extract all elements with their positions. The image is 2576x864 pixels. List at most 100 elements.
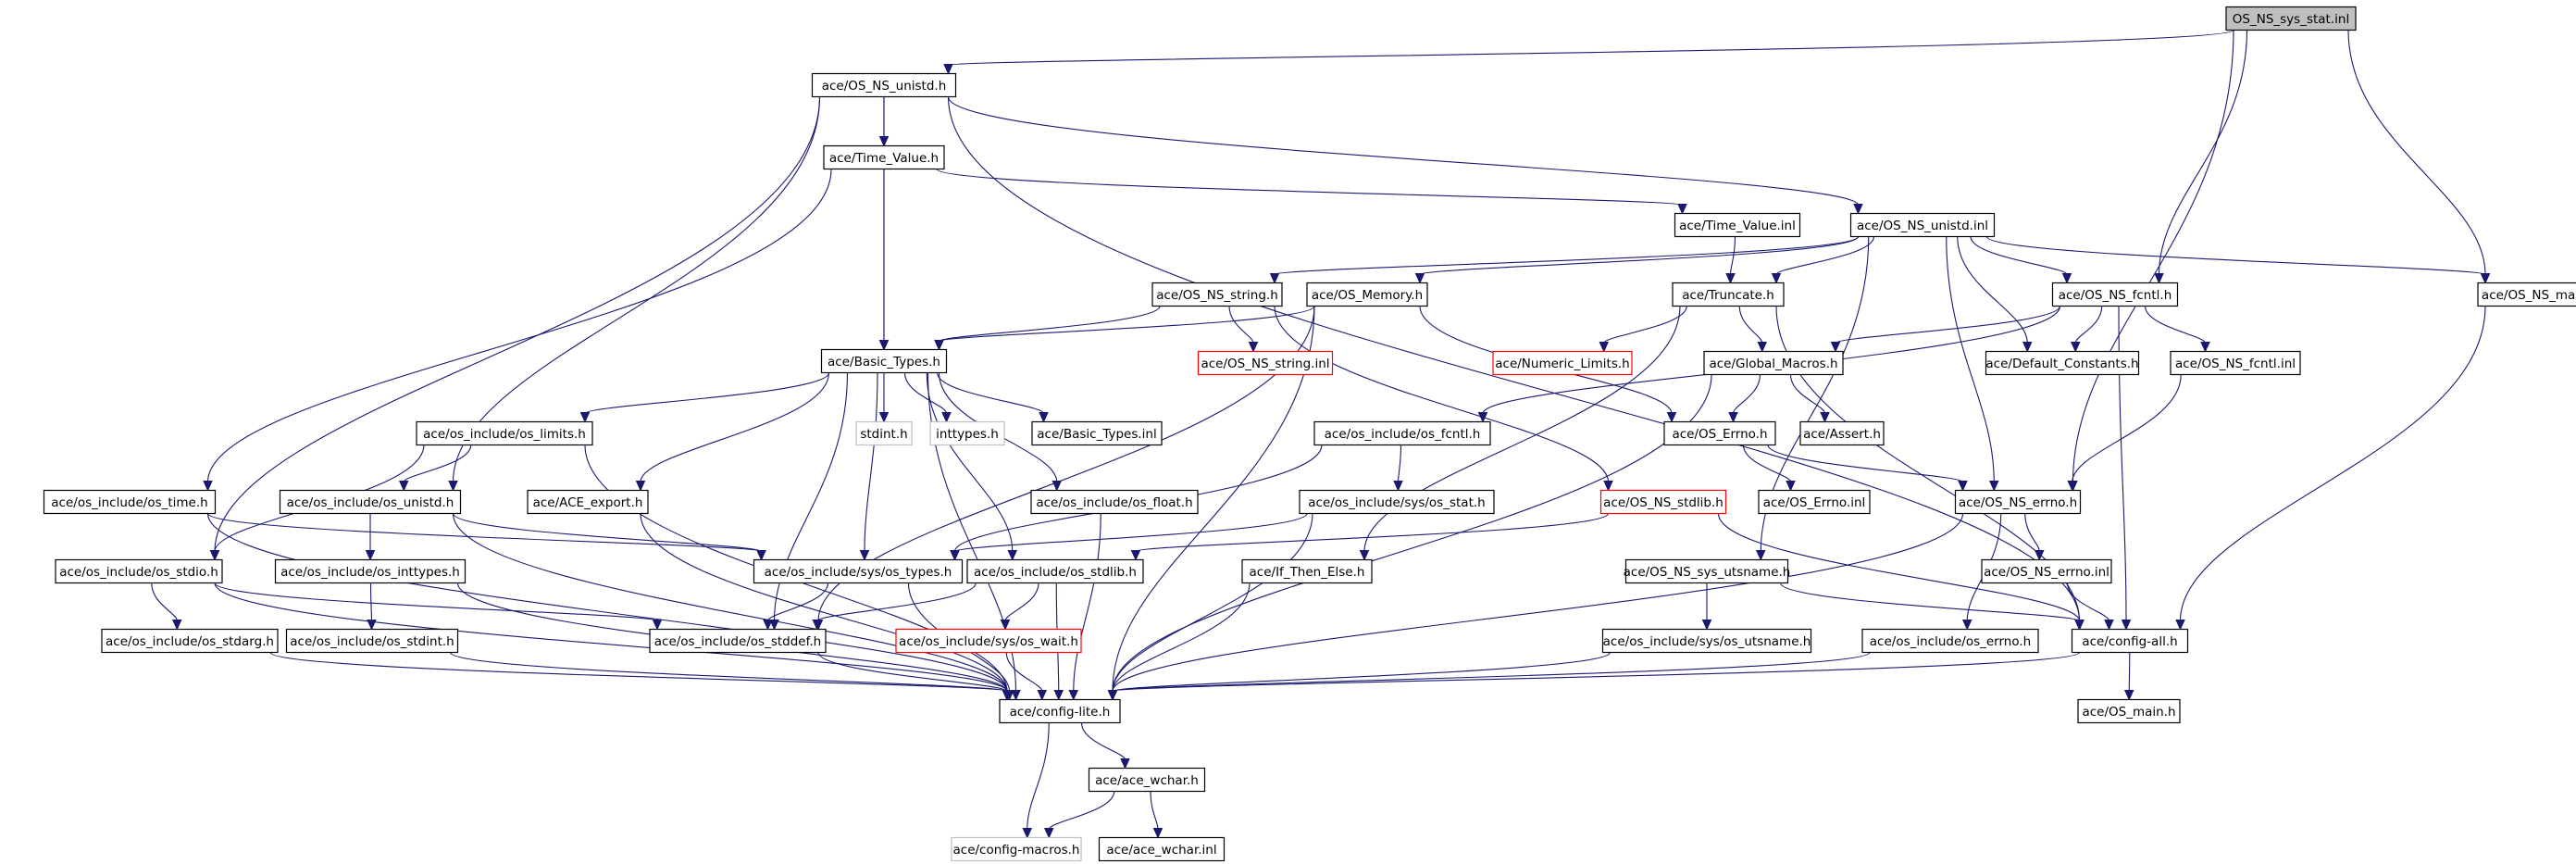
node-box (1599, 489, 1727, 515)
edge-line (766, 582, 829, 621)
node-box (649, 628, 827, 654)
edge-line (1789, 374, 1826, 414)
edge-line (369, 582, 373, 621)
node-box (999, 698, 1121, 724)
node-ace-config-macros-h: ace/config-macros.h (951, 836, 1082, 862)
node-ace-global-macros-h[interactable]: ace/Global_Macros.h (1703, 350, 1844, 376)
node-ace-os-ns-stdlib-h[interactable]: ace/OS_NS_stdlib.h (1599, 489, 1727, 515)
edge-os-ns-sys-stat-inl-to-ace-os-ns-macros-h (2347, 30, 2491, 284)
node-ace-os-memory-h[interactable]: ace/OS_Memory.h (1306, 282, 1428, 307)
node-ace-numeric-limits-h[interactable]: ace/Numeric_Limits.h (1492, 350, 1633, 376)
edge-arrowhead (2074, 620, 2084, 631)
edge-ace-basic-types-h-to-ace-basic-types-inl (936, 372, 1049, 423)
edge-ace-ace-wchar-h-to-ace-ace-wchar-inl (1150, 791, 1164, 839)
edge-ace-truncate-h-to-ace-if-then-else-h (1359, 306, 1681, 561)
node-ace-os-include-sys-os-wait-h[interactable]: ace/os_include/sys/os_wait.h (895, 628, 1082, 654)
node-ace-os-include-os-inttypes-h[interactable]: ace/os_include/os_inttypes.h (274, 558, 467, 584)
edge-arrowhead (1107, 690, 1118, 701)
node-ace-os-ns-errno-inl[interactable]: ace/OS_NS_errno.inl (1981, 558, 2112, 584)
node-ace-os-ns-unistd-h[interactable]: ace/OS_NS_unistd.h (811, 72, 957, 98)
edge-arrowhead (878, 340, 890, 351)
node-ace-basic-types-h[interactable]: ace/Basic_Types.h (820, 348, 948, 374)
edge-ace-os-errno-h-to-ace-os-ns-errno-h (1767, 445, 1968, 492)
node-box (966, 558, 1144, 584)
node-ace-os-include-os-stddef-h[interactable]: ace/os_include/os_stddef.h (649, 628, 827, 654)
node-ace-config-all-h[interactable]: ace/config-all.h (2071, 628, 2189, 654)
edge-arrowhead (448, 481, 458, 492)
edge-arrowhead (1771, 273, 1782, 284)
node-ace-os-include-os-stdio-h[interactable]: ace/os_include/os_stdio.h (55, 558, 223, 584)
node-ace-time-value-h[interactable]: ace/Time_Value.h (823, 144, 945, 170)
node-ace-os-include-os-stdlib-h[interactable]: ace/os_include/os_stdlib.h (966, 558, 1144, 584)
node-ace-os-ns-string-inl[interactable]: ace/OS_NS_string.inl (1197, 350, 1334, 376)
node-ace-os-include-sys-os-utsname-h[interactable]: ace/os_include/sys/os_utsname.h (1601, 628, 1812, 654)
edge-line (947, 96, 1860, 206)
node-ace-basic-types-inl[interactable]: ace/Basic_Types.inl (1031, 420, 1163, 446)
node-ace-os-ns-sys-utsname-h[interactable]: ace/OS_NS_sys_utsname.h (1624, 558, 1791, 584)
edge-arrowhead (859, 550, 870, 561)
node-ace-os-ns-unistd-inl[interactable]: ace/OS_NS_unistd.inl (1849, 212, 1996, 238)
node-ace-os-ns-macros-h[interactable]: ace/OS_NS_macros.h (2477, 282, 2576, 307)
node-ace-os-include-os-float-h[interactable]: ace/os_include/os_float.h (1030, 489, 1199, 515)
node-box (1674, 212, 1801, 238)
node-ace-os-include-os-unistd-h[interactable]: ace/os_include/os_unistd.h (279, 489, 462, 515)
edge-arrowhead (2480, 273, 2491, 284)
node-ace-os-ns-errno-h[interactable]: ace/OS_NS_errno.h (1954, 489, 2082, 515)
node-label: ace/Global_Macros.h (1709, 357, 1837, 371)
node-box (1098, 836, 1226, 862)
edge-arrowhead (2061, 273, 2072, 284)
node-ace-os-errno-h[interactable]: ace/OS_Errno.h (1663, 420, 1776, 446)
edge-arrowhead (2200, 342, 2210, 353)
node-ace-os-include-os-fcntl-h[interactable]: ace/os_include/os_fcntl.h (1313, 420, 1491, 446)
edge-line (936, 169, 1684, 207)
edge-ace-os-include-os-stdio-h-to-ace-os-include-os-stdarg-h (151, 582, 182, 631)
node-ace-os-include-os-stdint-h[interactable]: ace/os_include/os_stdint.h (285, 628, 459, 654)
edge-arrowhead (209, 550, 220, 561)
node-box (1492, 350, 1633, 376)
node-ace-os-ns-fcntl-inl[interactable]: ace/OS_NS_fcntl.inl (2170, 350, 2301, 376)
node-ace-truncate-h[interactable]: ace/Truncate.h (1672, 282, 1785, 307)
edge-line (953, 513, 1308, 553)
node-box (1663, 420, 1776, 446)
node-ace-os-ns-fcntl-h[interactable]: ace/OS_NS_fcntl.h (2051, 282, 2179, 307)
edge-arrowhead (1725, 273, 1736, 284)
node-ace-os-include-os-errno-h[interactable]: ace/os_include/os_errno.h (1861, 628, 2039, 654)
node-ace-os-include-os-limits-h[interactable]: ace/os_include/os_limits.h (416, 420, 593, 446)
node-ace-ace-wchar-inl[interactable]: ace/ace_wchar.inl (1098, 836, 1226, 862)
edge-ace-os-ns-unistd-inl-to-ace-os-ns-string-h (1269, 236, 1860, 284)
node-ace-default-constants-h[interactable]: ace/Default_Constants.h (1985, 350, 2140, 376)
node-box (820, 348, 948, 374)
edge-ace-os-include-os-unistd-h-to-ace-config-lite-h (452, 513, 1013, 701)
node-ace-os-include-sys-os-types-h[interactable]: ace/os_include/sys/os_types.h (753, 558, 964, 584)
node-label: ace/os_include/os_limits.h (423, 427, 586, 442)
node-ace-os-include-os-time-h[interactable]: ace/os_include/os_time.h (43, 489, 217, 515)
edge-ace-time-value-inl-to-ace-truncate-h (1725, 236, 1736, 284)
edge-line (1717, 513, 2081, 621)
node-ace-os-errno-inl[interactable]: ace/OS_Errno.inl (1758, 489, 1871, 515)
edge-line (1603, 306, 1687, 344)
edge-ace-os-ns-string-h-to-ace-basic-types-h (934, 306, 1161, 351)
edge-ace-config-all-h-to-ace-config-lite-h (1107, 652, 2081, 701)
node-ace-os-ns-string-h[interactable]: ace/OS_NS_string.h (1151, 282, 1283, 307)
edge-line (1150, 791, 1159, 830)
edge-line (640, 513, 1008, 692)
edge-arrowhead (1820, 412, 1830, 423)
edge-ace-os-include-os-limits-h-to-ace-os-include-os-unistd-h (398, 445, 472, 492)
edge-ace-time-value-h-to-ace-time-value-inl (936, 169, 1687, 215)
node-ace-config-lite-h[interactable]: ace/config-lite.h (999, 698, 1121, 724)
edge-line (947, 96, 2081, 621)
node-ace-ace-export-h[interactable]: ace/ACE_export.h (527, 489, 649, 515)
node-label: ace/os_include/os_fcntl.h (1325, 427, 1481, 442)
edge-line (1738, 306, 1763, 344)
node-ace-if-then-else-h[interactable]: ace/If_Then_Else.h (1241, 558, 1373, 584)
node-ace-time-value-inl[interactable]: ace/Time_Value.inl (1674, 212, 1801, 238)
node-ace-assert-h[interactable]: ace/Assert.h (1799, 420, 1885, 446)
node-label: ace/If_Then_Else.h (1250, 565, 1365, 580)
node-box (1313, 420, 1491, 446)
node-ace-ace-wchar-h[interactable]: ace/ace_wchar.h (1088, 767, 1206, 793)
edge-line (269, 652, 1008, 693)
node-ace-os-include-sys-os-stat-h[interactable]: ace/os_include/sys/os_stat.h (1299, 489, 1495, 515)
node-ace-os-include-os-stdarg-h[interactable]: ace/os_include/os_stdarg.h (101, 628, 279, 654)
edge-arrowhead (763, 620, 773, 631)
node-ace-os-main-h[interactable]: ace/OS_main.h (2077, 698, 2181, 724)
